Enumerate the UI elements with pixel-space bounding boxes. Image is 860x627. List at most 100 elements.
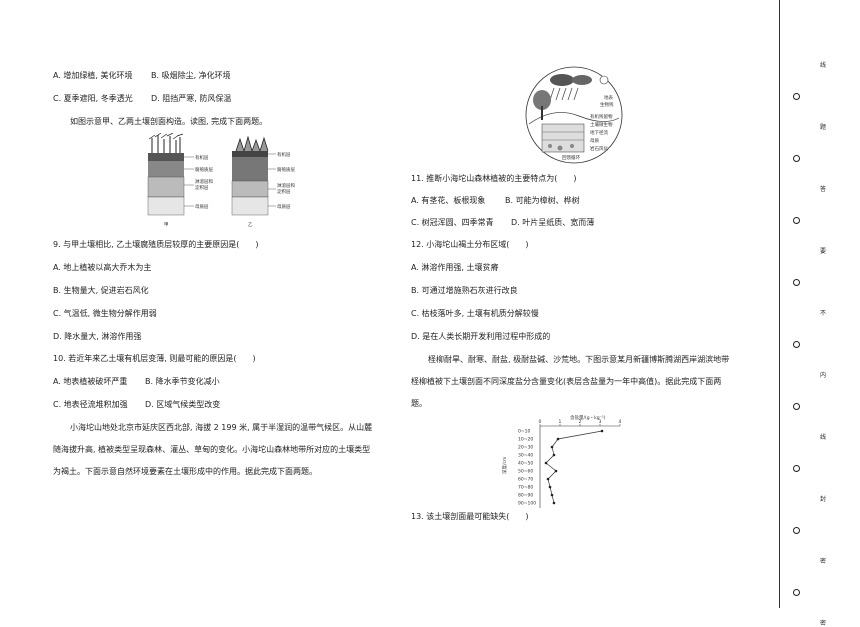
chart-point — [552, 453, 556, 457]
yi-layer-5: 母质层 — [277, 203, 291, 210]
label-jia: 甲 — [164, 222, 169, 228]
binding-char: 内 — [820, 372, 827, 379]
q9-option-c: C. 气温低, 微生物分解作用弱 — [53, 309, 157, 318]
chart-point — [546, 477, 550, 481]
q10-option-a: A. 地表植被破坏严重 — [53, 377, 128, 386]
chart-point — [556, 437, 560, 441]
binding-char: 线 — [820, 434, 827, 441]
chart-x-tick-label: 0 — [539, 419, 542, 425]
chart-point — [552, 501, 556, 505]
q9-option-b: B. 生物量大, 促进岩石风化 — [53, 286, 149, 295]
yi-layer-2: 腐殖质层 — [277, 166, 295, 173]
binding-hole-circle — [793, 341, 800, 348]
yi-layer-1: 有机层 — [277, 151, 291, 158]
chart-point — [550, 493, 554, 497]
q9-option-a: A. 地上植被以高大乔木为主 — [53, 263, 152, 272]
chart-title: 含盐量/(g・kg⁻¹) — [570, 414, 606, 421]
binding-char: 密 — [820, 558, 827, 565]
binding-hole-circle — [793, 403, 800, 410]
binding-hole-circle — [793, 155, 800, 162]
fig2-label-1: 地表 — [604, 94, 613, 101]
q10-option-b: B. 降水季节变化减小 — [145, 377, 220, 386]
fig2-label-4: 土壤微生物 — [590, 121, 613, 128]
q12-option-d: D. 是在人类长期开发利用过程中形成的 — [411, 332, 551, 341]
label-yi: 乙 — [248, 221, 253, 228]
q10-option-c: C. 地表径流堆积加强 — [53, 400, 128, 409]
binding-hole-circle — [793, 527, 800, 534]
chart-point — [554, 469, 558, 473]
binding-hole-circle — [793, 279, 800, 286]
chart-y-tick-label: 80~90 — [518, 493, 533, 499]
binding-hole-circle — [793, 93, 800, 100]
binding-char: 密 — [820, 620, 827, 627]
jia-layer-5: 母质层 — [195, 203, 209, 210]
q12-option-c: C. 枯枝落叶多, 土壤有机质分解较慢 — [411, 309, 539, 318]
soil-formation-figure: 地表 生物残 有机残留物 土壤微生物 地下径流 母质 岩石风化 回馈循环 — [525, 66, 623, 164]
jia-layer-4: 淀积层 — [195, 184, 209, 191]
binding-char: 不 — [820, 310, 827, 317]
q12-stem: 12. 小海坨山褐土分布区域( ) — [411, 240, 529, 249]
chart-y-tick-label: 60~70 — [518, 477, 533, 483]
binding-char: 封 — [820, 496, 827, 503]
profile-yi-labels: 有机层 腐殖质层 淋溶层和 淀积层 母质层 — [268, 151, 295, 210]
chart-point — [600, 429, 604, 433]
passage2-line-1: 柽柳耐旱、耐寒、耐盐, 极耐盐碱、沙荒地。下图示意某月新疆博斯腾湖西岸湖滨地带 — [428, 355, 730, 364]
binding-char: 答 — [820, 186, 827, 193]
q9-option-d: D. 降水量大, 淋溶作用强 — [53, 332, 142, 341]
soil-profile-figure: 有机层 腐殖质层 淋溶层和 淀积层 母质层 甲 有机层 腐殖质层 淋溶层和 淀积… — [147, 133, 295, 228]
chart-x-tick-label: 4 — [619, 419, 622, 425]
binding-hole-circle — [793, 217, 800, 224]
chart-x-tick-label: 1 — [559, 419, 562, 425]
chart-point — [544, 461, 548, 465]
q10-option-d: D. 区域气候类型改变 — [145, 400, 221, 409]
passage-line-3: 为褐土。下面示意自然环境要素在土壤形成中的作用。据此完成下面两题。 — [53, 467, 317, 476]
binding-hole-circle — [793, 589, 800, 596]
chart-series-line — [545, 430, 603, 504]
yi-layer-3: 淋溶层和 — [277, 182, 295, 189]
q8-option-b: B. 吸烟除尘, 净化环境 — [151, 71, 231, 80]
q11-option-b: B. 可能为樟树、桦树 — [505, 196, 580, 205]
q9-stem: 9. 与甲土壤相比, 乙土壤腐殖质层较厚的主要原因是( ) — [53, 240, 259, 249]
chart-y-tick-label: 70~80 — [518, 485, 533, 491]
chart-y-tick-label: 0~10 — [518, 429, 530, 435]
q11-option-c: C. 树冠浑圆、四季常青 — [411, 218, 494, 227]
fig2-label-2: 生物残 — [600, 101, 614, 108]
q8-option-d: D. 阻挡严寒, 防风保温 — [151, 94, 232, 103]
jia-layer-3: 淋溶层和 — [195, 178, 213, 185]
q12-option-a: A. 淋溶作用强, 土壤贫瘠 — [411, 263, 499, 272]
chart-y-tick-label: 20~30 — [518, 445, 533, 451]
passage2-line-3: 题。 — [411, 399, 427, 408]
binding-hole-circle — [793, 465, 800, 472]
fig2-label-3: 有机残留物 — [590, 113, 613, 120]
jia-layer-1: 有机层 — [195, 154, 209, 161]
profile-jia — [147, 133, 185, 216]
fig2-bottom-label: 回馈循环 — [562, 154, 580, 161]
q11-stem: 11. 推断小海坨山森林植被的主要特点为( ) — [411, 174, 577, 183]
yi-layer-4: 淀积层 — [277, 188, 291, 195]
chart-y-tick-label: 50~60 — [518, 469, 533, 475]
q12-option-b: B. 可通过增施熟石灰进行改良 — [411, 286, 518, 295]
passage-line-2: 随海拔升高, 植被类型呈现森林、灌丛、草甸的变化。小海坨山森林地带所对应的土壤类… — [53, 445, 371, 454]
fig2-label-6: 母质 — [590, 137, 599, 144]
q13-stem: 13. 该土壤剖面最可能缺失( ) — [411, 512, 529, 521]
chart-x-tick-label: 3 — [599, 419, 602, 425]
q8-option-a: A. 增加绿植, 美化环境 — [53, 71, 133, 80]
jia-layer-2: 腐殖质层 — [195, 166, 213, 173]
fig2-label-5: 地下径流 — [590, 129, 608, 136]
q10-stem: 10. 若近年来乙土壤有机层变薄, 则最可能的原因是( ) — [53, 354, 256, 363]
binding-char: 线 — [820, 62, 827, 69]
chart-y-tick-label: 40~50 — [518, 461, 533, 467]
chart-y-tick-label: 30~40 — [518, 453, 533, 459]
chart-ylabel: 深度/cm — [501, 457, 508, 474]
chart-y-tick-label: 10~20 — [518, 437, 533, 443]
binding-line — [779, 0, 780, 608]
binding-char: 题 — [820, 124, 827, 131]
passage2-line-2: 柽柳植被下土壤剖面不同深度盐分含量变化(表层含盐量为一年中高值)。据此完成下面两 — [411, 377, 722, 386]
q11-option-d: D. 叶片呈纸质、宽而薄 — [511, 218, 595, 227]
chart-point — [550, 445, 554, 449]
q11-option-a: A. 有茎花、板根现象 — [411, 196, 486, 205]
intro-profiles: 如图示意甲、乙两土壤剖面构造。读图, 完成下面两题。 — [70, 117, 268, 126]
binding-char: 要 — [820, 248, 827, 255]
q8-option-c: C. 夏季遮阳, 冬季透光 — [53, 94, 133, 103]
